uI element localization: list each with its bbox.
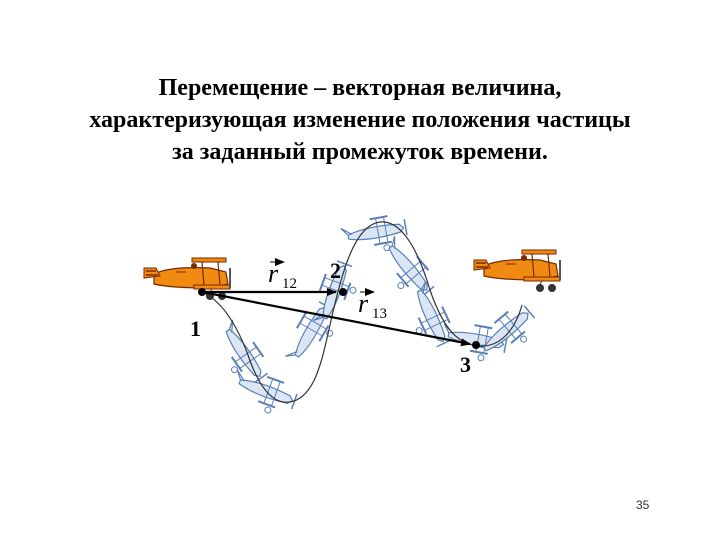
biplane-icon	[144, 258, 230, 300]
vector-r12-subscript: 12	[282, 276, 297, 292]
point-marker	[339, 288, 347, 296]
vector-r13-subscript: 13	[372, 306, 387, 322]
page-number: 35	[636, 498, 649, 512]
point-1-label: 1	[190, 316, 201, 341]
point-3-label: 3	[460, 352, 471, 377]
point-marker	[472, 341, 480, 349]
point-2-label: 2	[330, 258, 341, 283]
vector-r12-letter: r	[268, 259, 279, 288]
vector-r13-letter: r	[358, 289, 369, 318]
biplane-icon	[474, 250, 560, 292]
ghost-biplane-icon	[399, 279, 457, 351]
point-marker	[198, 288, 206, 296]
ghost-biplane-icon	[227, 367, 299, 421]
